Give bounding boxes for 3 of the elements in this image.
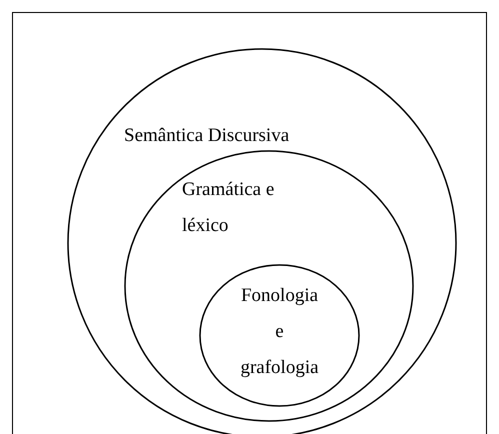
circle-label: Gramática e léxico: [182, 178, 276, 238]
circle-label: Semântica Discursiva: [124, 124, 290, 148]
circle-label: Fonologia e grafologia: [239, 284, 320, 380]
